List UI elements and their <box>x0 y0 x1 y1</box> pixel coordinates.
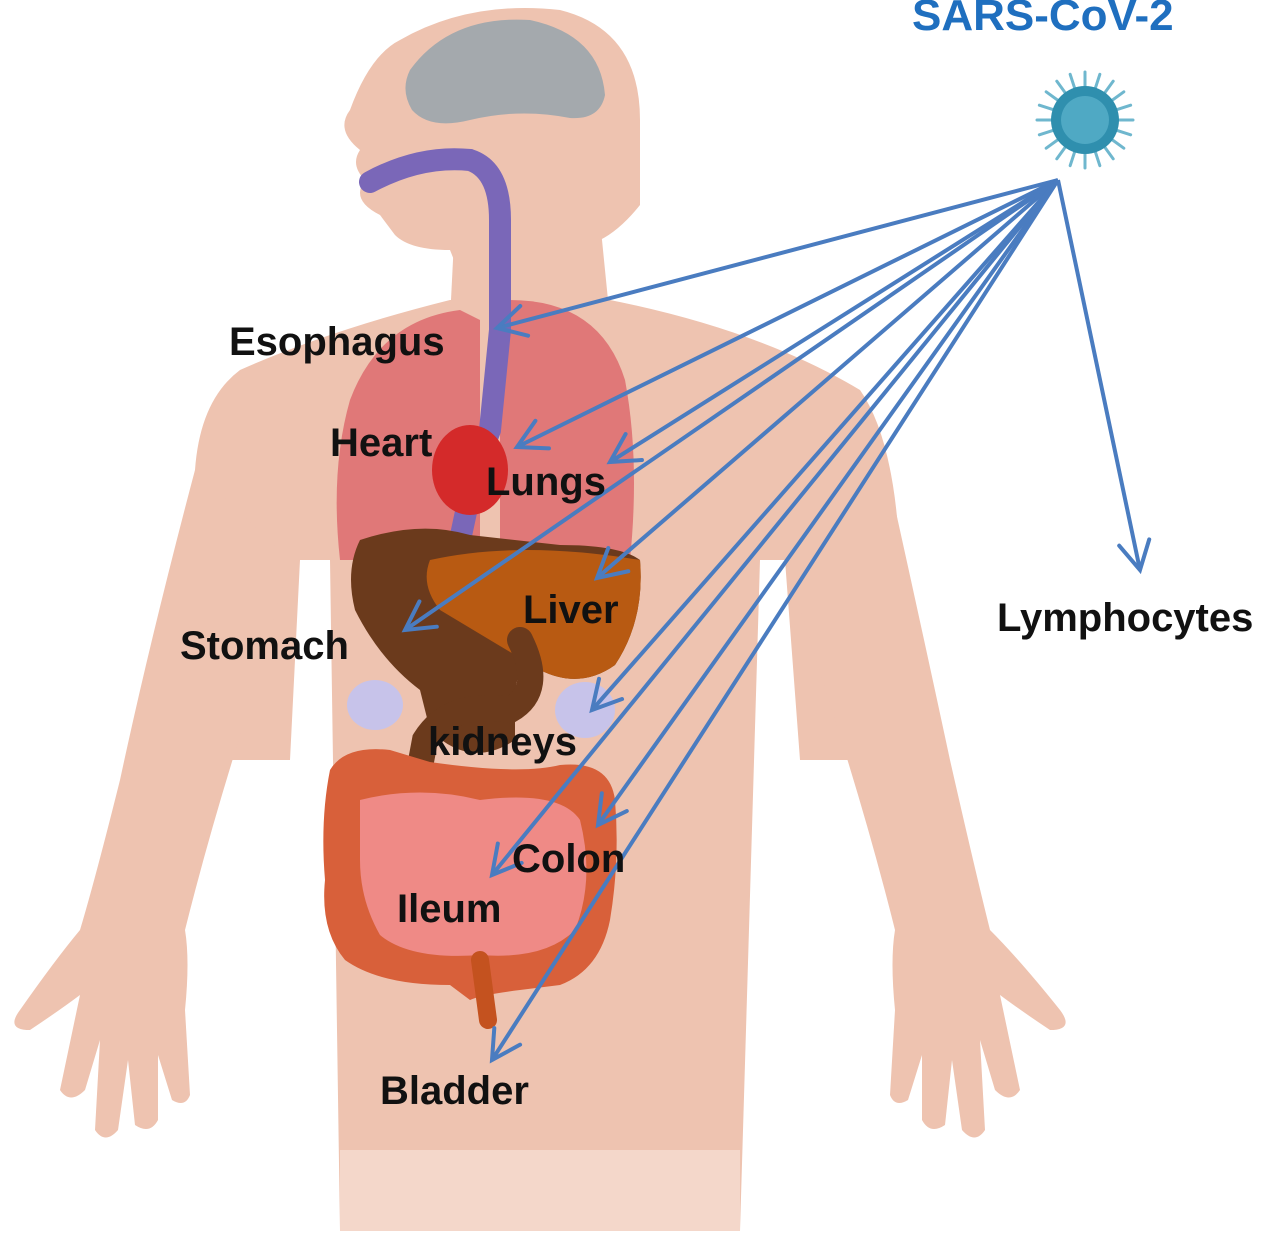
arrow-to-ileum <box>492 180 1058 875</box>
label-stomach: Stomach <box>180 626 349 666</box>
arrow-to-lymphocytes <box>1058 180 1140 570</box>
arrow-to-heart <box>517 180 1058 447</box>
label-liver: Liver <box>523 590 619 630</box>
virus-title: SARS-CoV-2 <box>912 0 1174 38</box>
arrow-to-colon <box>598 180 1058 825</box>
label-ileum: Ileum <box>397 889 501 929</box>
arrow-to-lungs <box>610 180 1058 462</box>
label-colon: Colon <box>512 839 625 879</box>
arrow-to-stomach <box>405 180 1058 630</box>
label-lungs: Lungs <box>486 462 606 502</box>
label-bladder: Bladder <box>380 1071 529 1111</box>
arrow-to-kidneys <box>592 180 1058 710</box>
label-lymphocytes: Lymphocytes <box>997 598 1253 638</box>
label-esophagus: Esophagus <box>229 322 445 362</box>
label-heart: Heart <box>330 423 432 463</box>
virus-icon <box>1025 65 1145 175</box>
label-kidneys: kidneys <box>428 722 577 762</box>
